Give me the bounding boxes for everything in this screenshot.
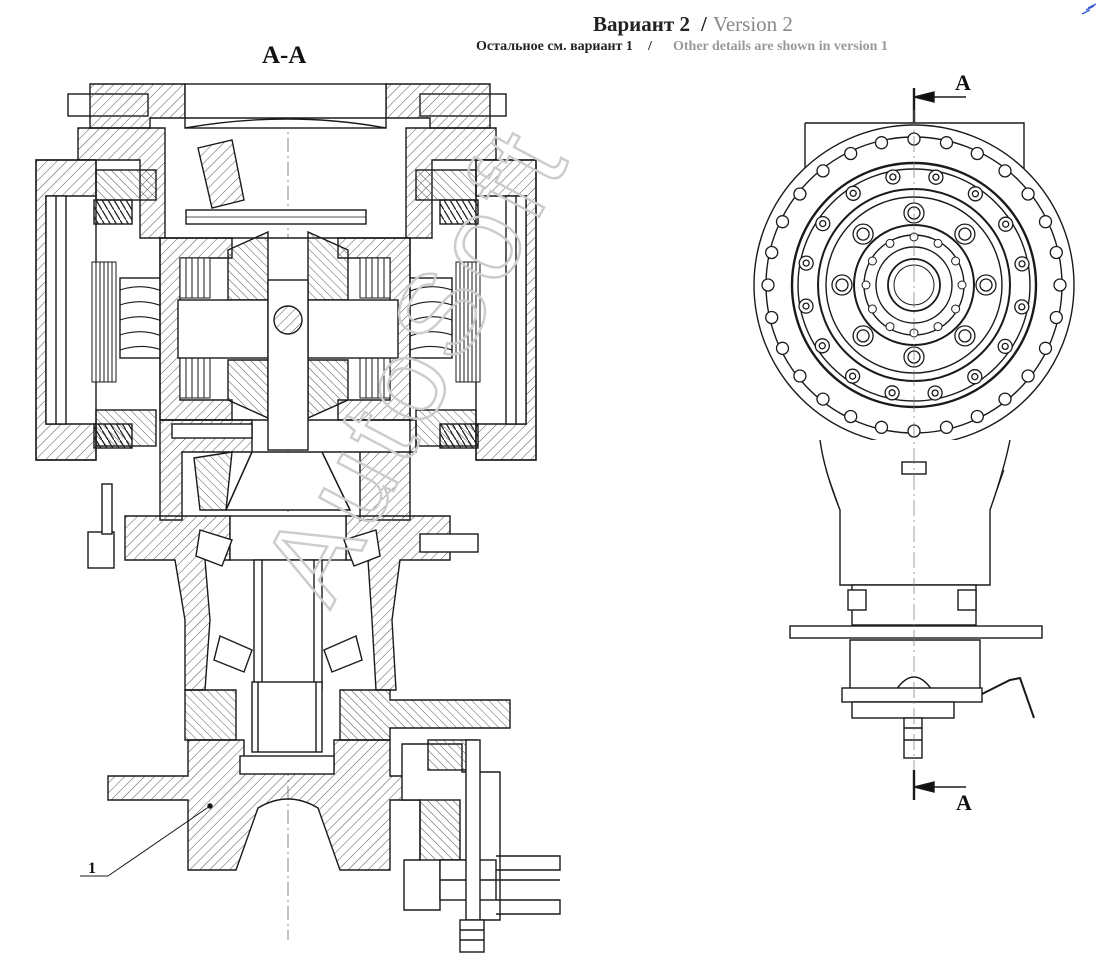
outer-bolt-hole — [844, 409, 858, 424]
outer-bolt-hole — [970, 146, 984, 161]
outer-bolt-hole — [998, 164, 1012, 178]
title-en: Version 2 — [713, 12, 793, 36]
mid-bolt-hole-inner — [931, 389, 939, 397]
mid-bolt-hole-inner — [818, 342, 826, 350]
part-callout-1: 1 — [88, 860, 96, 877]
small-hole — [885, 322, 895, 332]
outer-bolt-hole — [1038, 341, 1053, 355]
mid-bolt-hole-inner — [889, 173, 897, 181]
outer-bolt-hole — [1049, 245, 1063, 260]
subtitle-ru: Остальное см. вариант 1 — [476, 39, 633, 54]
outer-bolt-hole — [1053, 278, 1067, 292]
mid-bolt-hole-inner — [971, 373, 979, 381]
small-hole — [933, 322, 943, 332]
outer-bolt-hole — [844, 146, 858, 161]
corner-mark-icon — [1081, 3, 1097, 15]
outer-bolt-hole — [998, 392, 1012, 406]
outer-bolt-hole — [1021, 369, 1035, 383]
outer-bolt-hole — [1038, 215, 1053, 229]
title-separator: / — [701, 12, 707, 36]
mid-bolt-hole-inner — [1018, 260, 1026, 268]
outer-bolt-hole — [874, 420, 889, 434]
mid-bolt-hole-inner — [848, 372, 857, 380]
mid-bolt-hole-inner — [802, 259, 810, 267]
outer-bolt-hole — [816, 164, 830, 178]
mid-bolt-hole-inner — [932, 173, 940, 181]
section-title: А-А — [262, 42, 307, 69]
section-view-a-a — [35, 83, 561, 953]
small-hole — [867, 304, 877, 314]
small-hole — [885, 238, 895, 248]
mid-bolt-hole-inner — [971, 190, 980, 198]
outer-bolt-hole — [1021, 187, 1035, 201]
outer-bolt-hole — [775, 341, 790, 355]
title-ru: Вариант 2 — [593, 12, 690, 36]
mid-bolt-hole-inner — [802, 302, 810, 310]
inner-bolt-hex-inner — [856, 227, 870, 241]
inner-bolt-hex-inner — [856, 329, 870, 343]
outer-bolt-hole — [793, 187, 807, 201]
front-view — [753, 88, 1075, 800]
outer-bolt-hole — [1049, 310, 1063, 325]
small-hole — [957, 280, 967, 290]
outer-bolt-hole — [970, 409, 984, 424]
subtitle-en: Other details are shown in version 1 — [673, 39, 888, 54]
outer-bolt-hole — [793, 369, 807, 383]
outer-bolt-hole — [816, 392, 830, 406]
outer-bolt-hole — [761, 278, 775, 292]
inner-bolt-hex-inner — [979, 278, 993, 292]
small-hole — [951, 304, 961, 314]
small-hole — [861, 280, 871, 290]
section-arrow-bottom-label: А — [956, 790, 972, 815]
section-arrow-top-label: А — [955, 70, 971, 95]
inner-bolt-hex-inner — [958, 329, 972, 343]
outer-bolt-hole — [939, 136, 954, 150]
mid-bolt-hole-inner — [1001, 342, 1009, 351]
small-hole — [933, 238, 943, 248]
mid-bolt-hole-inner — [819, 219, 827, 228]
inner-bolt-hex-inner — [835, 278, 849, 292]
outer-bolt-hole — [765, 310, 779, 325]
outer-bolt-hole — [765, 245, 779, 260]
mid-bolt-hole-inner — [1018, 303, 1026, 311]
mid-bolt-hole-inner — [888, 389, 896, 397]
inner-bolt-hex-inner — [958, 227, 972, 241]
small-hole — [951, 256, 961, 266]
outer-bolt-hole — [939, 420, 954, 434]
outer-bolt-hole — [874, 136, 889, 150]
mid-bolt-hole-inner — [1002, 220, 1010, 228]
mid-bolt-hole-inner — [849, 189, 857, 197]
outer-bolt-hole — [775, 215, 790, 229]
subtitle-separator: / — [648, 39, 652, 54]
small-hole — [867, 256, 877, 266]
